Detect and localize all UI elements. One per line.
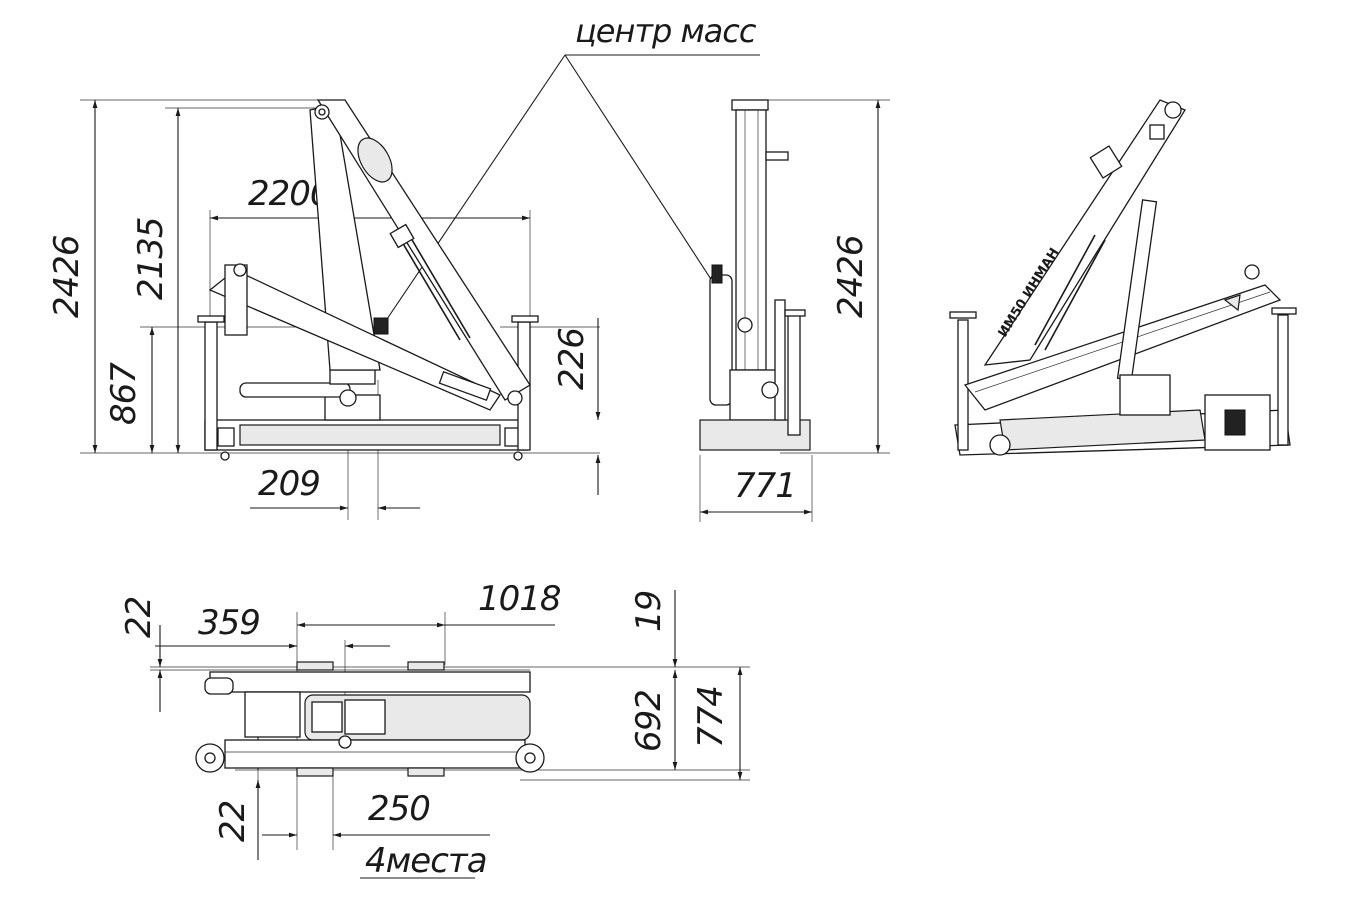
top-dim-692: 692 — [629, 690, 669, 752]
side-support-height: 226 — [552, 328, 592, 390]
front-width: 771 — [734, 466, 796, 506]
places-label: 4места — [365, 841, 487, 881]
top-dim-774: 774 — [691, 686, 731, 748]
side-offset: 209 — [258, 464, 320, 504]
center-of-mass-label: центр масс — [575, 12, 757, 50]
top-dim-1018: 1018 — [478, 579, 561, 619]
side-height-hook: 2135 — [131, 217, 171, 300]
top-dim-359: 359 — [198, 603, 260, 643]
top-dim-19: 19 — [629, 591, 669, 632]
top-view: 359 1018 22 19 692 774 22 250 4места — [119, 579, 750, 881]
top-dim-22-bottom: 22 — [213, 801, 253, 842]
side-height-column: 867 — [104, 362, 144, 425]
iso-view: ИМ50 ИНМАН — [949, 99, 1297, 456]
center-of-mass-callout: центр масс — [384, 12, 760, 323]
side-view: 2426 2135 867 226 2200 209 — [47, 99, 601, 520]
front-height-total: 2426 — [831, 235, 871, 318]
top-dim-22-top: 22 — [119, 597, 159, 638]
side-height-total: 2426 — [47, 235, 87, 318]
top-dim-250: 250 — [368, 789, 430, 829]
front-view: 2426 771 — [699, 99, 890, 522]
